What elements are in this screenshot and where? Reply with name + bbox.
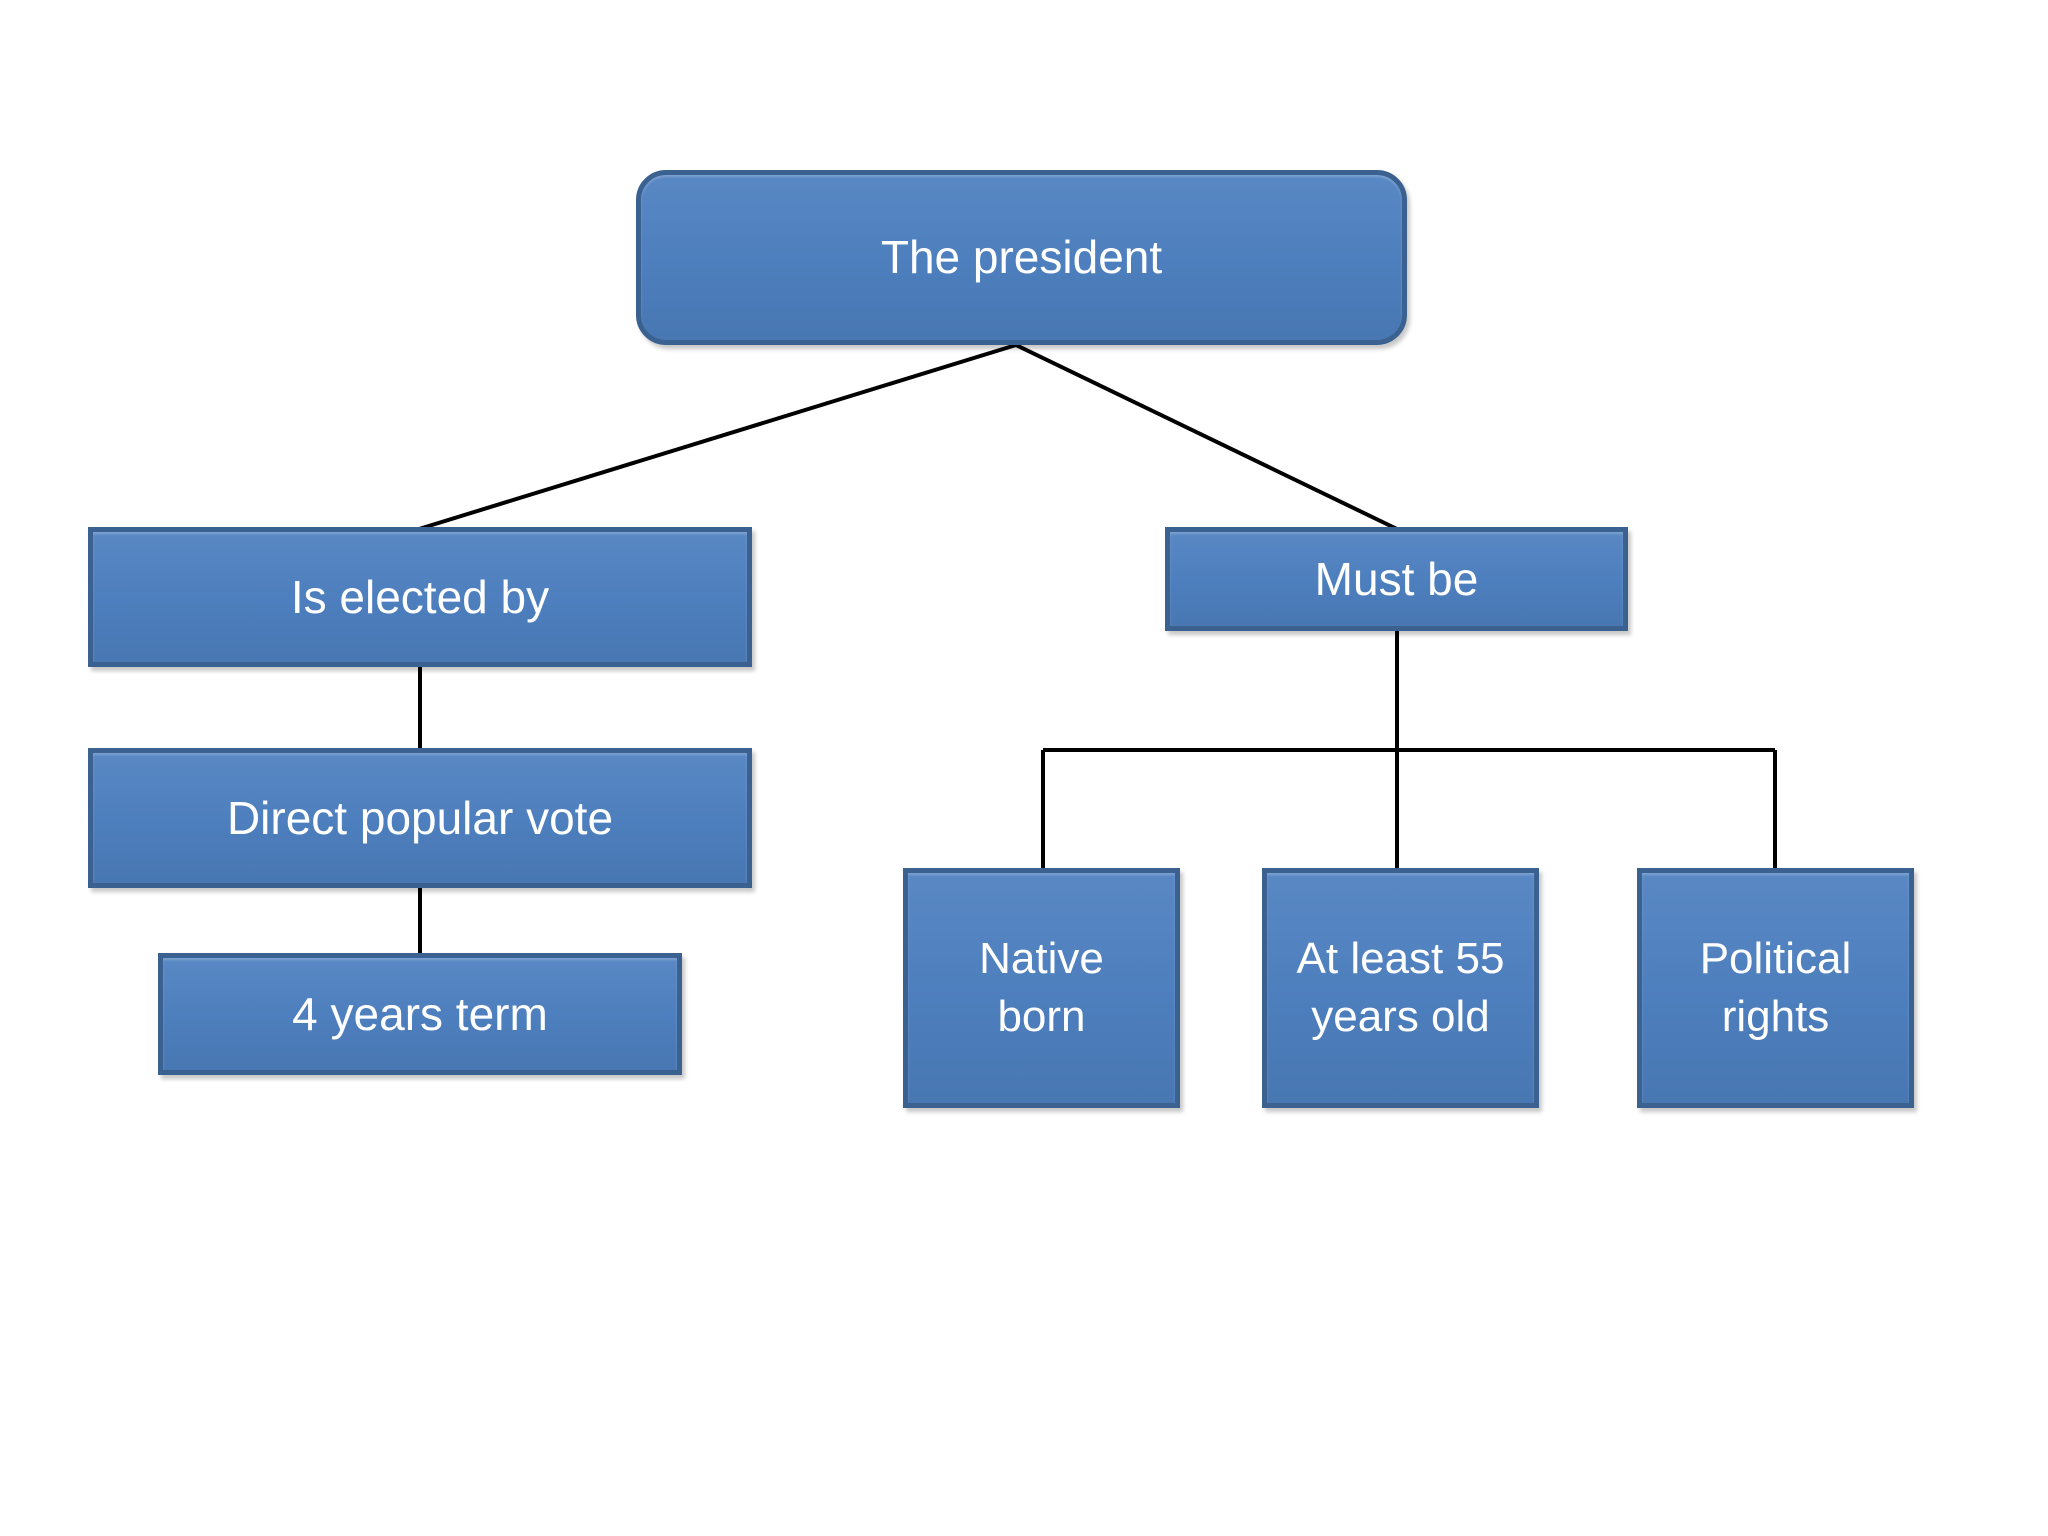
node-direct-popular-vote-label: Direct popular vote [226, 791, 614, 844]
node-political-rights-label: Political rights [1699, 933, 1852, 1041]
node-the-president: The president [636, 170, 1407, 345]
node-at-least-55-years-old: At least 55 years old [1262, 868, 1539, 1108]
connector-root-to-elected [418, 343, 1017, 531]
node-native-born: Native born [903, 868, 1180, 1108]
node-must-be-label: Must be [1314, 552, 1479, 605]
node-direct-popular-vote: Direct popular vote [88, 748, 752, 888]
node-4-years-term: 4 years term [158, 953, 682, 1075]
node-is-elected-by-label: Is elected by [290, 570, 550, 623]
node-is-elected-by: Is elected by [88, 527, 752, 667]
connector-root-to-must-be [1015, 343, 1398, 531]
node-at-least-55-years-old-label: At least 55 years old [1296, 933, 1505, 1041]
node-native-born-label: Native born [979, 933, 1104, 1041]
node-political-rights: Political rights [1637, 868, 1914, 1108]
node-must-be: Must be [1165, 527, 1628, 631]
node-the-president-label: The president [880, 231, 1163, 284]
node-4-years-term-label: 4 years term [292, 987, 548, 1040]
